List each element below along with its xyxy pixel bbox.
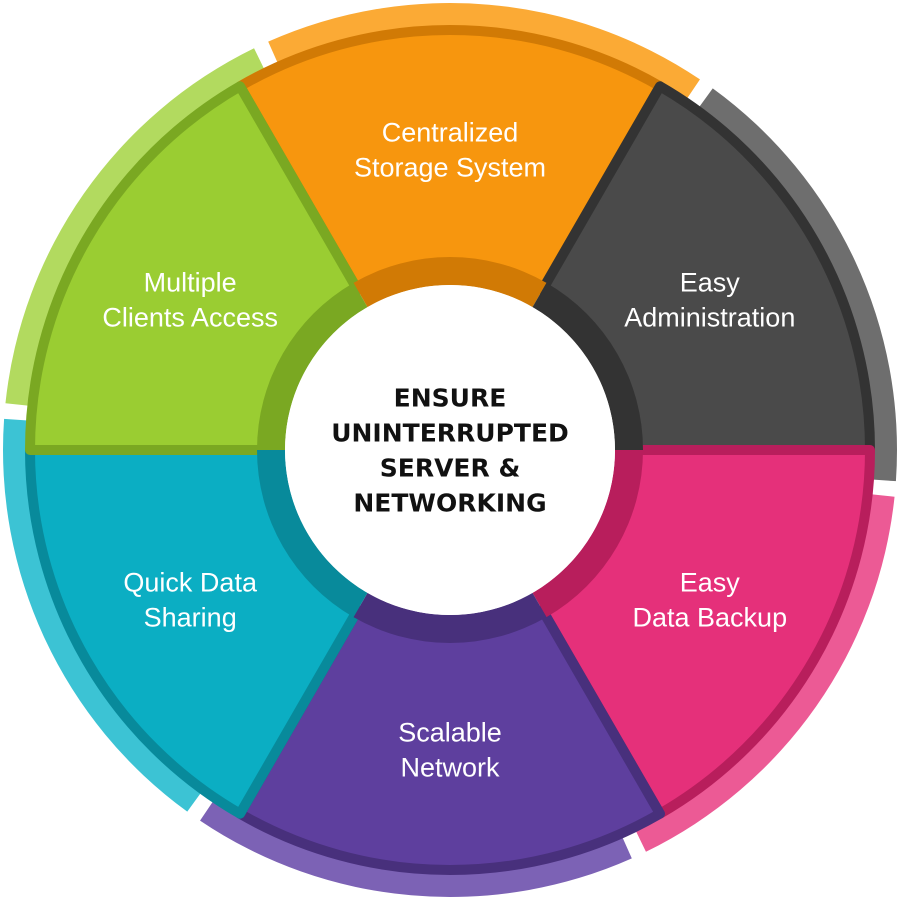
easy-data-backup-label-line: Easy [680,568,741,598]
multiple-clients-access-label-line: Multiple [144,268,237,298]
multiple-clients-access-label-line: Clients Access [102,303,278,333]
center-title-line: NETWORKING [353,489,546,518]
easy-data-backup-label-line: Data Backup [633,603,788,633]
quick-data-sharing-label-line: Sharing [144,603,237,633]
scalable-network-label-line: Scalable [398,718,502,748]
center-title-line: UNINTERRUPTED [331,419,569,448]
easy-administration-label-line: Administration [624,303,795,333]
scalable-network-label-line: Network [400,753,500,783]
center-hub [285,285,615,615]
quick-data-sharing-label-line: Quick Data [123,568,258,598]
centralized-storage-system-label-line: Storage System [354,153,546,183]
scalable-network-ring [353,592,547,643]
centralized-storage-system-label-line: Centralized [382,118,519,148]
easy-administration-label-line: Easy [680,268,741,298]
quick-data-sharing-ring [257,450,368,618]
centralized-storage-system-ring [353,257,547,308]
wheel-segments [25,25,875,875]
easy-data-backup-ring [532,450,643,618]
center-title-line: SERVER & [380,454,521,483]
center-title-text: ENSURE UNINTERRUPTED SERVER & NETWORKING [331,384,569,518]
inner-ring [257,257,643,643]
center-title: ENSURE UNINTERRUPTED SERVER & NETWORKING [331,384,569,518]
center-title-line: ENSURE [394,384,507,413]
easy-administration-ring [532,282,643,450]
multiple-clients-access-ring [257,282,368,450]
